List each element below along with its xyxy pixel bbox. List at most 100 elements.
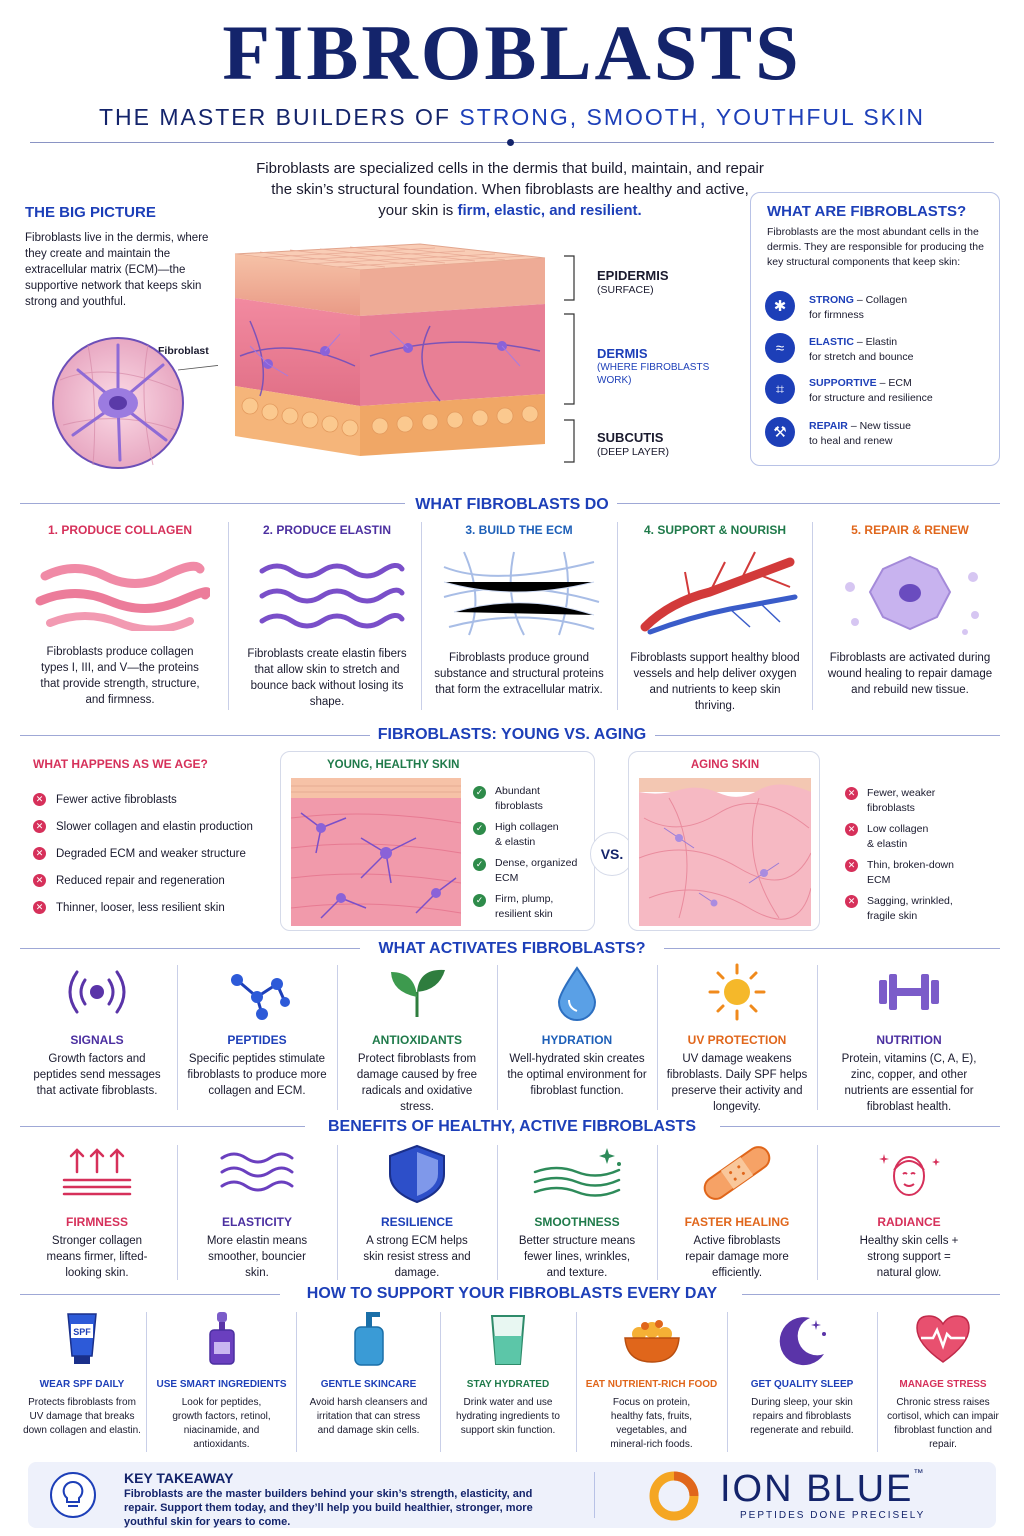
layer-subcutis: SUBCUTIS (DEEP LAYER) (597, 430, 669, 458)
what-are-fibroblasts-box: WHAT ARE FIBROBLASTS? Fibroblasts are th… (750, 192, 1000, 466)
do-item-collagen: 1. PRODUCE COLLAGEN Fibroblasts produce … (22, 523, 218, 708)
benefit-item-elasticity: ELASTICITY More elastin means smoother, … (180, 1142, 334, 1281)
what-fibroblasts-do-heading: WHAT FIBROBLASTS DO (415, 496, 609, 513)
support-item-food: EAT NUTRIENT-RICH FOOD Focus on protein,… (579, 1310, 724, 1452)
age-effect-item: ✕Reduced repair and regeneration (33, 868, 253, 895)
x-icon: ✕ (845, 787, 858, 800)
skin-cross-section (234, 243, 546, 456)
check-icon: ✓ (473, 786, 486, 799)
x-icon: ✕ (33, 793, 46, 807)
x-icon: ✕ (33, 820, 46, 834)
dumbbell-icon (879, 974, 939, 1010)
support-item-stress: MANAGE STRESS Chronic stress raises cort… (880, 1310, 1006, 1452)
benefit-item-resilience: RESILIENCE A strong ECM helps skin resis… (340, 1142, 494, 1281)
waves-icon (220, 1152, 294, 1192)
molecule-icon (231, 974, 290, 1020)
food-bowl-icon (623, 1320, 680, 1363)
activate-item-signals: SIGNALS Growth factors and peptides send… (20, 962, 174, 1099)
elastin-fiber-illustration (259, 563, 405, 629)
brand-tagline: PEPTIDES DONE PRECISELY (740, 1510, 926, 1521)
collagen-fiber-illustration (35, 561, 212, 634)
benefit-item-healing: FASTER HEALING Active fibroblasts repair… (660, 1142, 814, 1281)
layer-brackets (564, 255, 575, 463)
big-picture-text: Fibroblasts live in the dermis, where th… (25, 232, 209, 308)
benefit-item-firmness: FIRMNESS Stronger collagen means firmer,… (20, 1142, 174, 1281)
do-item-elastin: 2. PRODUCE ELASTIN Fibroblasts create el… (233, 523, 421, 710)
big-picture-heading: THE BIG PICTURE (25, 204, 156, 221)
support-item-ingredients: USE SMART INGREDIENTS Look for peptides,… (150, 1310, 293, 1452)
dropper-bottle-icon (208, 1312, 235, 1365)
check-icon: ✓ (473, 894, 486, 907)
activates-heading: WHAT ACTIVATES FIBROBLASTS? (378, 940, 646, 957)
activate-item-nutrition: NUTRITION Protein, vitamins (C, A, E), z… (820, 962, 998, 1115)
leaf-icon (391, 969, 445, 1017)
title-divider-dot (507, 139, 514, 146)
support-item-sleep: GET QUALITY SLEEP During sleep, your ski… (730, 1310, 874, 1438)
spf-tube-icon (67, 1313, 97, 1364)
x-icon: ✕ (845, 823, 858, 836)
fibroblast-label: Fibroblast (158, 345, 209, 357)
droplet-icon (557, 966, 597, 1021)
shield-icon (389, 1144, 445, 1204)
activate-item-hydration: HYDRATION Well-hydrated skin creates the… (500, 962, 654, 1099)
young-vs-aging-heading: FIBROBLASTS: YOUNG VS. AGING (377, 726, 647, 743)
lift-arrows-icon (62, 1148, 132, 1196)
age-effect-item: ✕Degraded ECM and weaker structure (33, 841, 253, 868)
page-title: FIBROBLASTS (222, 9, 802, 96)
x-icon: ✕ (845, 859, 858, 872)
check-icon: ✓ (473, 858, 486, 871)
benefit-item-radiance: RADIANCE Healthy skin cells + strong sup… (820, 1142, 998, 1281)
activate-item-peptides: PEPTIDES Specific peptides stimulate fib… (180, 962, 334, 1099)
face-glow-icon (879, 1154, 940, 1196)
lightbulb-icon (50, 1472, 96, 1518)
aging-skin-illustration (639, 778, 811, 926)
x-icon: ✕ (845, 895, 858, 908)
blood-vessel-illustration (640, 551, 798, 635)
age-effect-item: ✕Thinner, looser, less resilient skin (33, 895, 253, 922)
layer-epidermis: EPIDERMIS (SURFACE) (597, 268, 669, 296)
page-subtitle: THE MASTER BUILDERS OF STRONG, SMOOTH, Y… (98, 104, 926, 130)
muscle-icon: ✱ (765, 291, 795, 321)
intro-text: Fibroblasts are specialized cells in the… (256, 160, 764, 219)
age-effects-list: ✕Fewer active fibroblasts ✕Slower collag… (33, 787, 253, 922)
support-heading: HOW TO SUPPORT YOUR FIBROBLASTS EVERY DA… (306, 1285, 718, 1302)
activate-item-antioxidants: ANTIOXIDANTS Protect fibroblasts from da… (340, 962, 494, 1115)
aging-skin-box: AGING SKIN (628, 751, 820, 931)
brand-name: ION BLUE™ (720, 1468, 926, 1510)
check-icon: ✓ (473, 822, 486, 835)
do-item-repair: 5. REPAIR & RENEW Fibroblasts are activa… (815, 523, 1005, 698)
what-happens-heading: WHAT HAPPENS AS WE AGE? (33, 757, 208, 771)
key-takeaway-heading: KEY TAKEAWAY (124, 1470, 234, 1486)
ecm-mesh-illustration (443, 551, 600, 636)
water-glass-icon (490, 1315, 526, 1365)
key-takeaway-panel: KEY TAKEAWAY Fibroblasts are the master … (28, 1462, 996, 1528)
heart-pulse-icon (916, 1315, 970, 1363)
age-effect-item: ✕Fewer active fibroblasts (33, 787, 253, 814)
support-item-gentle: GENTLE SKINCARE Avoid harsh cleansers an… (300, 1310, 437, 1438)
fibroblast-zoom-circle (52, 337, 218, 469)
pump-bottle-icon (353, 1312, 384, 1366)
what-are-text: Fibroblasts are the most abundant cells … (767, 226, 984, 268)
vs-badge: VS. (590, 832, 634, 876)
wave-icon: ≈ (765, 333, 795, 363)
moon-icon (779, 1317, 826, 1366)
mesh-icon: ⌗ (765, 374, 795, 404)
wrench-icon: ⚒ (765, 417, 795, 447)
benefit-item-smoothness: SMOOTHNESS Better structure means fewer … (500, 1142, 654, 1281)
x-icon: ✕ (33, 901, 46, 915)
what-are-heading: WHAT ARE FIBROBLASTS? (767, 203, 967, 220)
support-item-hydrated: STAY HYDRATED Drink water and use hydrat… (443, 1310, 573, 1438)
ion-blue-logo-ring (649, 1471, 699, 1521)
do-item-support: 4. SUPPORT & NOURISH Fibroblasts support… (630, 523, 800, 712)
repair-cell-illustration (845, 555, 979, 635)
key-takeaway-text: Fibroblasts are the master builders behi… (124, 1488, 533, 1528)
bandage-icon (703, 1146, 771, 1200)
signal-icon (68, 970, 126, 1014)
